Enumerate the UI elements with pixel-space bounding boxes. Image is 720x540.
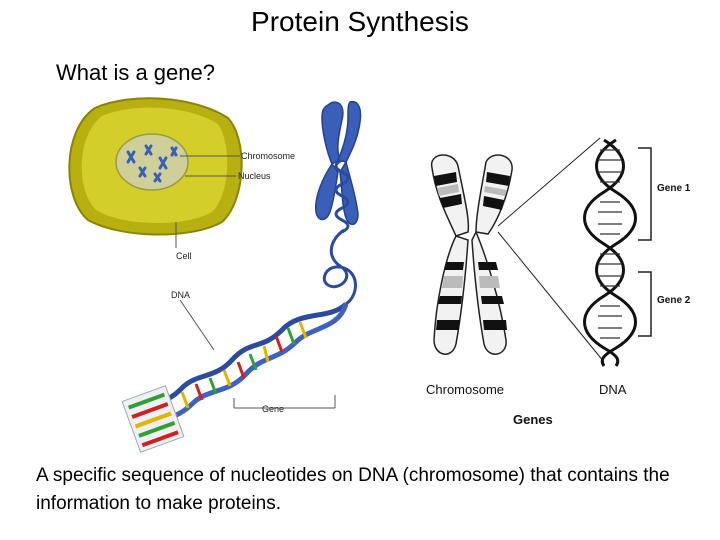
dna-helix-left <box>121 302 349 453</box>
gene-brackets <box>638 147 652 337</box>
label-chromosome-right: Chromosome <box>426 382 504 397</box>
label-cell: Cell <box>176 251 192 261</box>
label-genes: Genes <box>513 412 553 427</box>
chromatin-coil <box>322 158 357 306</box>
label-nucleus: Nucleus <box>238 171 271 181</box>
page-title: Protein Synthesis <box>251 6 469 37</box>
banded-chromosome <box>431 154 513 355</box>
cell-illustration <box>68 97 243 236</box>
dna-helix-right <box>583 138 637 367</box>
nucleus-shape <box>115 133 189 191</box>
label-chromosome-left: Chromosome <box>241 151 295 161</box>
label-gene-1: Gene 1 <box>657 183 691 194</box>
label-gene: Gene <box>262 404 284 414</box>
label-gene-2: Gene 2 <box>657 295 691 306</box>
blue-chromosome <box>315 100 362 226</box>
slide-caption: A specific sequence of nucleotides on DN… <box>36 465 670 514</box>
label-dna-left: DNA <box>171 290 190 300</box>
label-dna-right: DNA <box>599 382 627 397</box>
slide-subtitle: What is a gene? <box>56 60 215 85</box>
